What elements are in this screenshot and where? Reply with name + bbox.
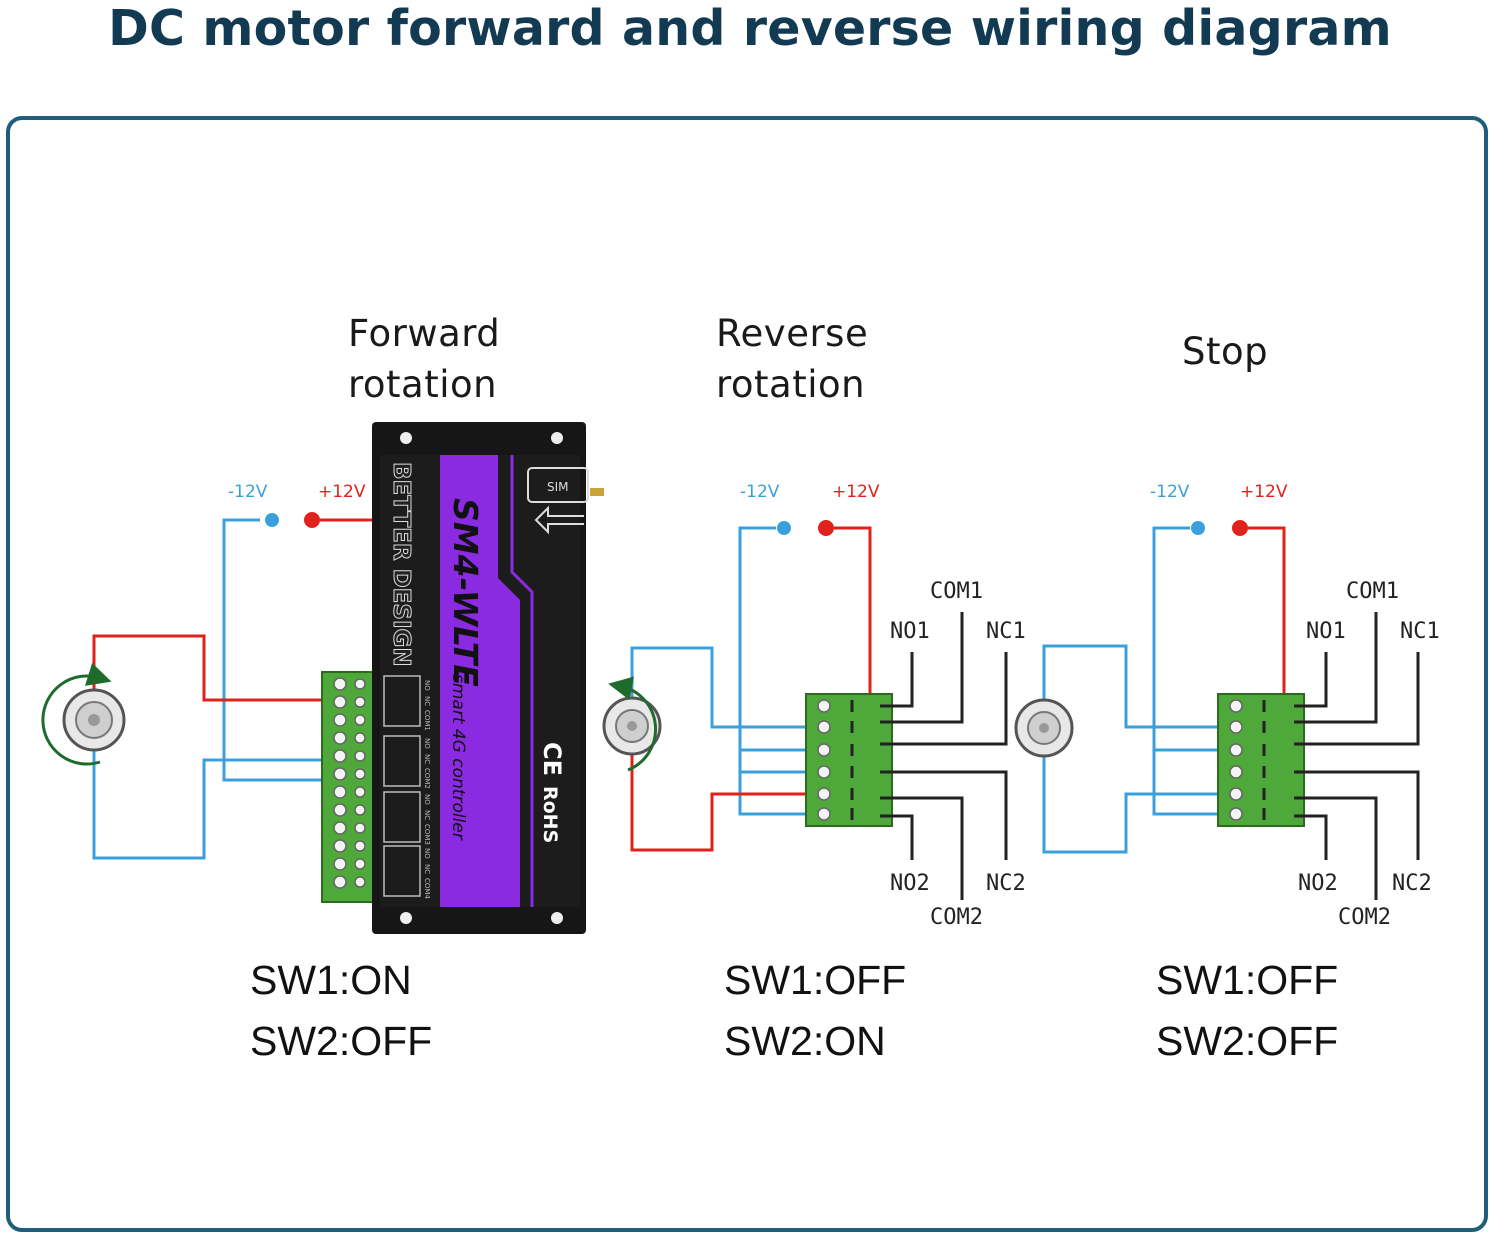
relay-outlines — [383, 675, 421, 897]
positive-supply-label: +12V — [318, 482, 366, 502]
controller-subtitle: smart 4G controller — [448, 674, 468, 841]
switch-state-sw2: SW2:OFF — [1156, 1018, 1338, 1064]
negative-supply-label: -12V — [1150, 482, 1190, 502]
switch-state-sw1: SW1:OFF — [724, 957, 906, 1003]
sm4-wlte-controller: SIM BETTER DESIGN SM4-WLTE smart 4G cont… — [372, 422, 604, 934]
motor-stop — [1014, 698, 1074, 758]
antenna-connector — [590, 488, 604, 496]
relay-leads-stop — [1294, 612, 1420, 900]
relay-label: COM2 — [423, 768, 431, 789]
negative-supply-label: -12V — [228, 482, 268, 502]
relay-label: COM4 — [423, 878, 431, 899]
mode-label-line1: Forward — [348, 312, 500, 355]
ce-mark: CE — [538, 742, 566, 776]
negative-terminal-dot — [265, 513, 279, 527]
panel-reverse: Reverse rotation -12V +12V — [602, 312, 1026, 1064]
panel-forward: Forward rotation -12V +12V — [41, 312, 604, 1064]
relay-label: NO — [423, 738, 431, 749]
positive-supply-label: +12V — [1240, 482, 1288, 502]
terminal-label-com1: COM1 — [930, 579, 983, 604]
terminal-label-no1: NO1 — [890, 619, 930, 644]
terminal-label-no2: NO2 — [890, 871, 930, 896]
relay-label: COM1 — [423, 710, 431, 731]
terminal-label-com2: COM2 — [1338, 905, 1391, 930]
mode-label: Stop — [1182, 330, 1268, 373]
page-title: DC motor forward and reverse wiring diag… — [108, 0, 1392, 57]
relay-label: NC — [423, 810, 431, 820]
mode-label-line1: Reverse — [716, 312, 868, 355]
mode-label-line2: rotation — [348, 363, 497, 406]
motor-reverse — [602, 676, 662, 772]
terminal-block-reverse — [805, 693, 893, 827]
mode-label-line2: rotation — [716, 363, 865, 406]
panel-stop: Stop -12V +12V — [1014, 330, 1440, 1064]
terminal-label-nc1: NC1 — [986, 619, 1026, 644]
switch-state-sw1: SW1:OFF — [1156, 957, 1338, 1003]
switch-state-sw2: SW2:ON — [724, 1018, 886, 1064]
motor-forward — [41, 662, 126, 766]
rohs-mark: RoHS — [539, 786, 561, 843]
terminal-label-nc1: NC1 — [1400, 619, 1440, 644]
model-label: SM4-WLTE — [446, 498, 485, 687]
relay-label: NO — [423, 848, 431, 859]
sim-label: SIM — [547, 480, 569, 494]
relay-leads-reverse — [880, 612, 1008, 900]
controller-terminal-block — [321, 671, 375, 903]
terminal-label-no1: NO1 — [1306, 619, 1346, 644]
relay-label: NO — [423, 680, 431, 691]
terminal-label-nc2: NC2 — [1392, 871, 1432, 896]
positive-supply-label: +12V — [832, 482, 880, 502]
relay-label: NC — [423, 754, 431, 764]
clockwise-arrow-icon — [41, 662, 112, 766]
sim-insert-arrow-icon — [534, 505, 584, 535]
negative-terminal-dot — [777, 521, 791, 535]
sim-slot — [527, 467, 589, 503]
terminal-label-no2: NO2 — [1298, 871, 1338, 896]
negative-terminal-dot — [1191, 521, 1205, 535]
terminal-label-com2: COM2 — [930, 905, 983, 930]
relay-label: COM3 — [423, 824, 431, 845]
switch-state-sw1: SW1:ON — [250, 957, 412, 1003]
terminal-label-com1: COM1 — [1346, 579, 1399, 604]
positive-terminal-dot — [304, 512, 320, 528]
relay-label: NO — [423, 794, 431, 805]
positive-terminal-dot — [818, 520, 834, 536]
brand-label: BETTER DESIGN — [388, 462, 414, 667]
terminal-label-nc2: NC2 — [986, 871, 1026, 896]
diagram-frame — [6, 116, 1488, 1232]
switch-state-sw2: SW2:OFF — [250, 1018, 432, 1064]
counterclockwise-arrow-icon — [608, 676, 658, 772]
positive-terminal-dot — [1232, 520, 1248, 536]
negative-supply-label: -12V — [740, 482, 780, 502]
relay-label: NC — [423, 696, 431, 706]
relay-label: NC — [423, 864, 431, 874]
terminal-block-stop — [1217, 693, 1305, 827]
